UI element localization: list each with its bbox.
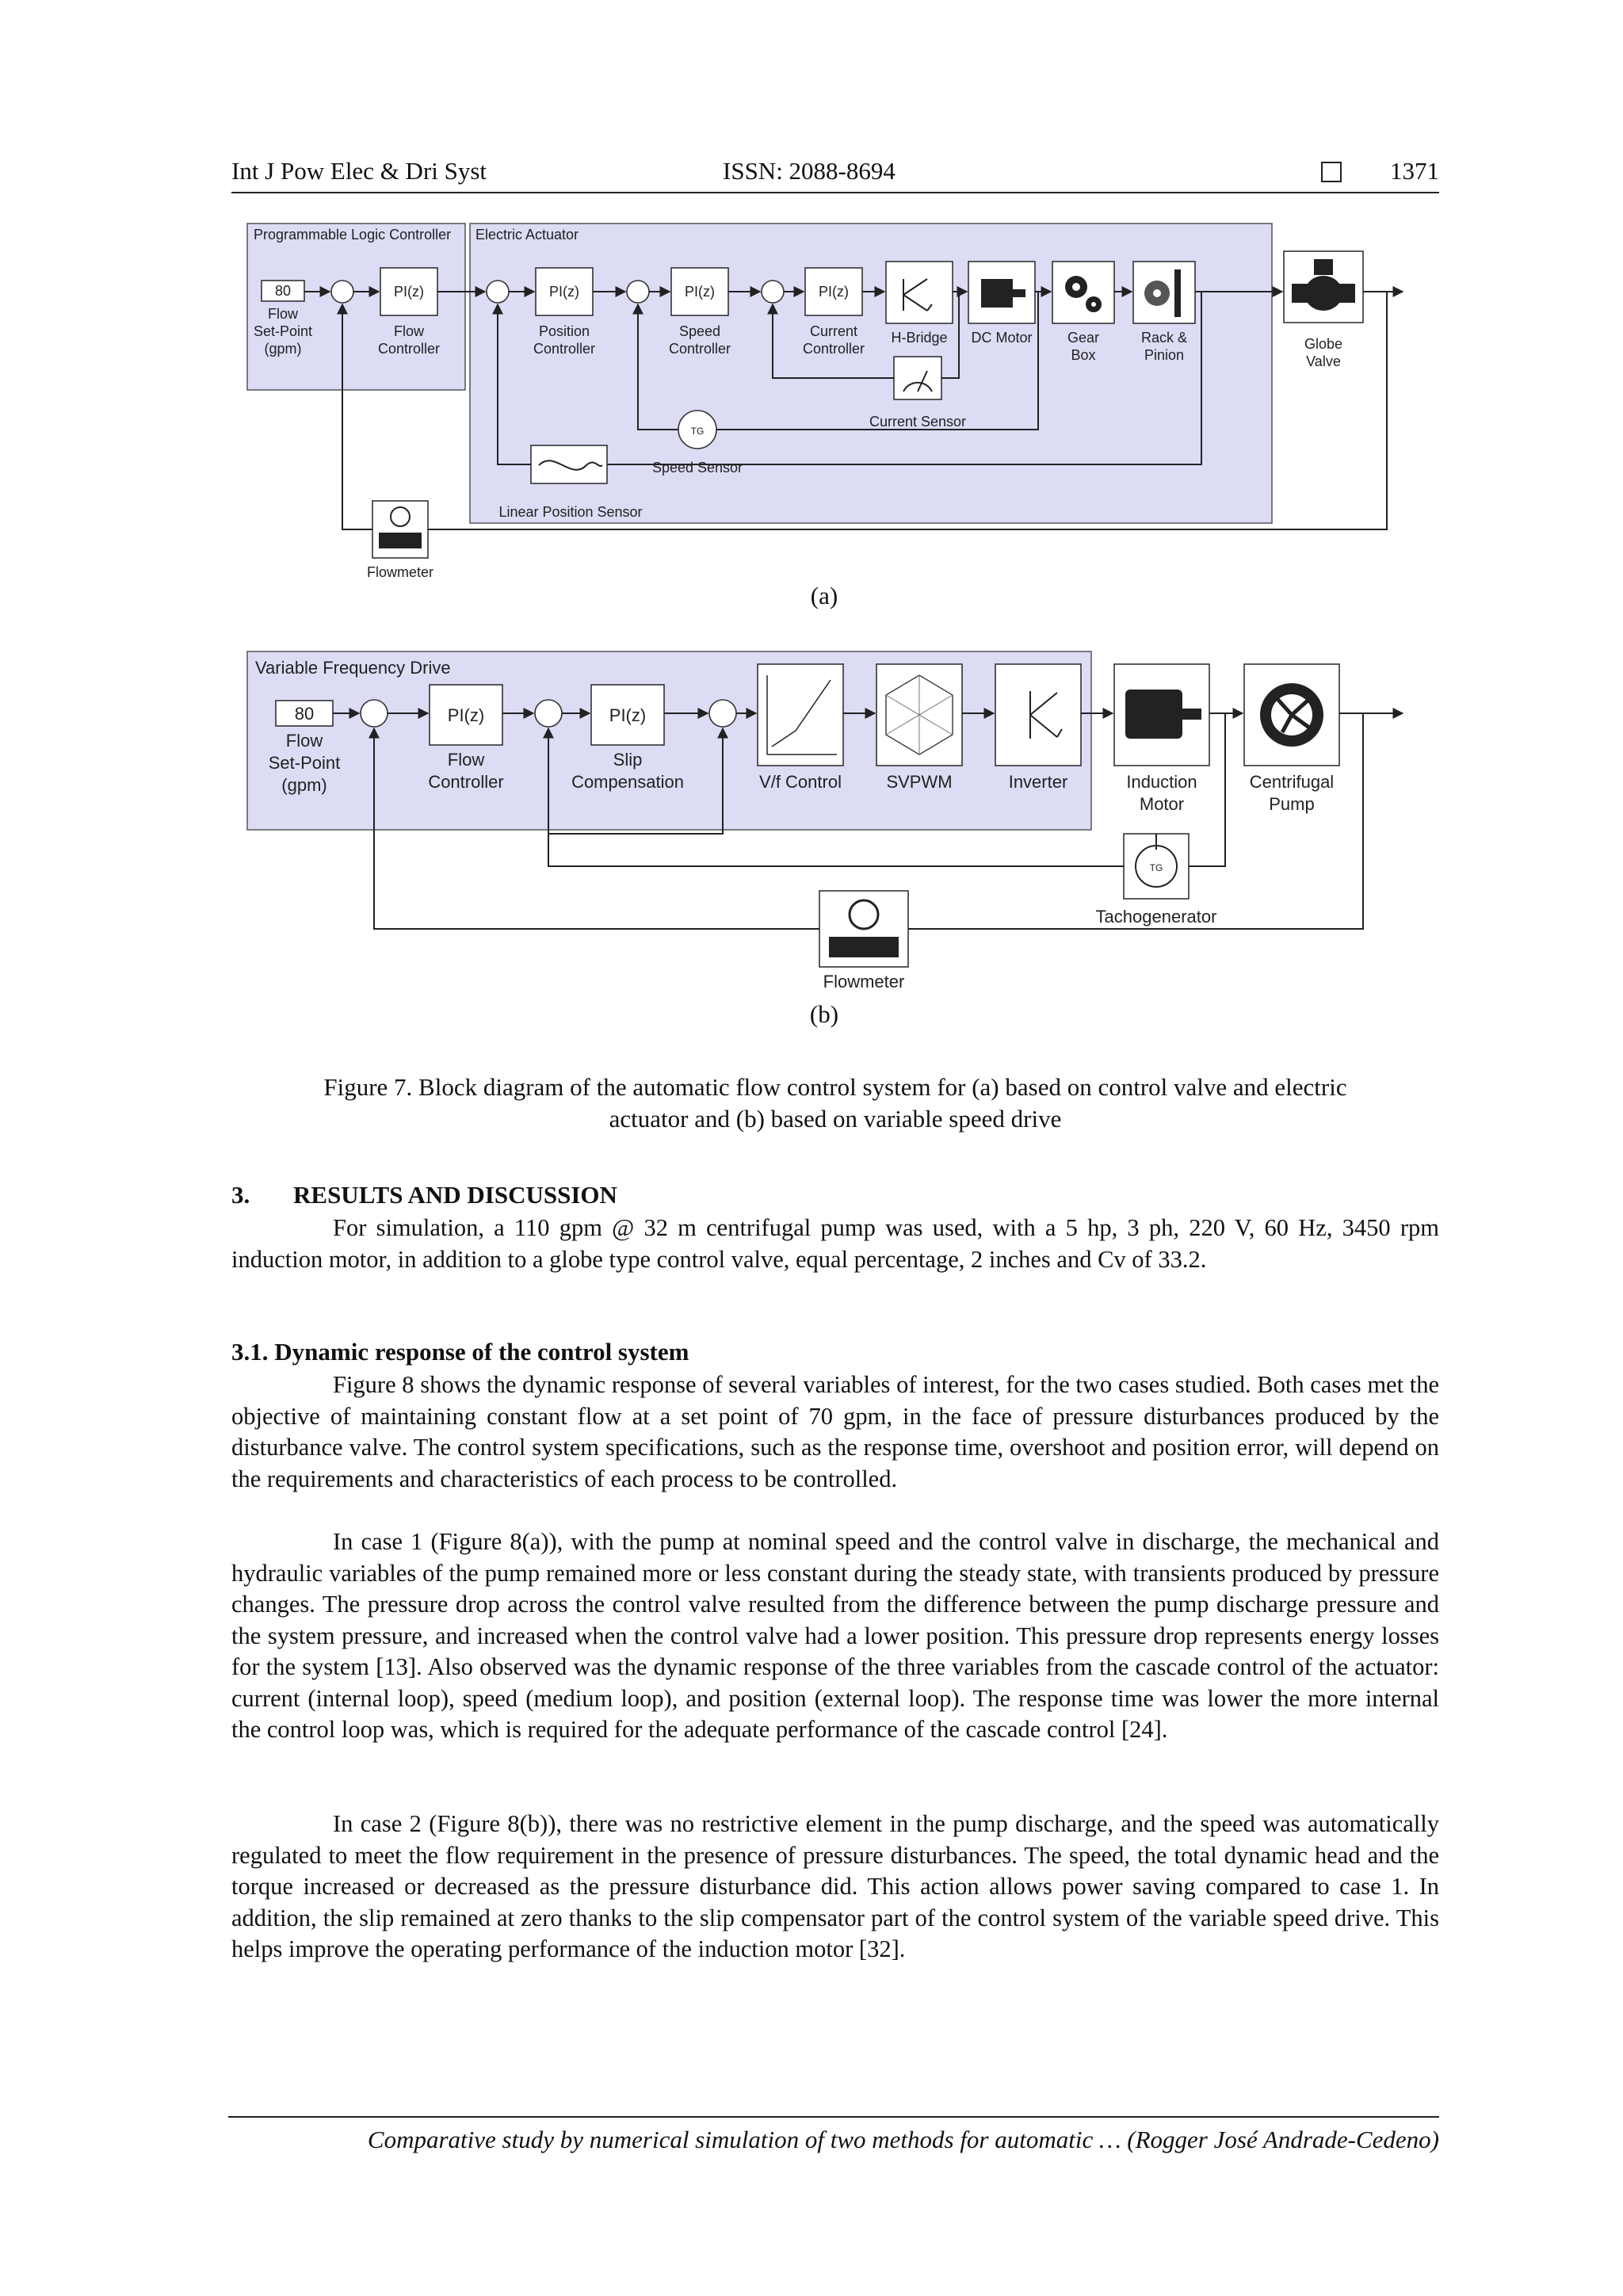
globe-valve-label: Globe [1304,336,1342,352]
summing-junction [486,280,510,304]
pi-block-label: Controller [669,341,731,357]
tg-label: TG [1150,862,1163,873]
pi-block-label: Flow [394,323,425,339]
pi-block-tf: PI(z) [819,284,849,300]
summing-junction [626,280,650,304]
flowmeter-label: Flowmeter [823,972,905,991]
summing-junction [534,699,563,728]
gear-box-label: Box [1071,347,1095,363]
pi-block-label: Current [810,323,857,339]
section-title: RESULTS AND DISCUSSION [293,1181,617,1209]
tachogenerator-label: Tachogenerator [1096,907,1217,926]
pi-block [429,684,503,746]
vfd-title: Variable Frequency Drive [255,658,451,678]
caption-line-2: actuator and (b) based on variable speed… [609,1105,1062,1133]
caption-line-1: Figure 7. Block diagram of the automatic… [323,1073,1347,1101]
paragraph: In case 2 (Figure 8(b)), there was no re… [231,1810,1439,1962]
summing-junction [708,699,737,728]
pi-block [804,267,863,316]
pi-block-tf: PI(z) [394,284,424,300]
speed-sensor-label: Speed Sensor [652,460,743,476]
subsection-heading: 3.1. Dynamic response of the control sys… [231,1338,689,1366]
pi-block-tf: PI(z) [609,705,646,725]
setpoint-value: 80 [275,283,291,299]
setpoint-label-1: Flow [286,731,323,751]
summing-junction [330,280,354,304]
h-bridge-icon [885,261,953,324]
induction-motor-label: Motor [1140,794,1184,814]
current-sensor-label: Current Sensor [869,414,966,430]
paragraph: Figure 8 shows the dynamic response of s… [231,1371,1439,1492]
inverter-label: Inverter [1009,772,1068,792]
square-bullet-icon [1321,162,1342,182]
current-sensor-icon [893,356,942,400]
setpoint-box [275,700,334,727]
setpoint-label-2: Set-Point [269,753,341,773]
centrifugal-pump-label: Centrifugal [1250,772,1334,792]
figure-a-sublabel: (a) [810,582,838,609]
setpoint-label-2: Set-Point [254,323,312,339]
vf-control-label: V/f Control [759,772,842,792]
pi-block-label: Flow [448,750,485,770]
section-heading: 3. RESULTS AND DISCUSSION [231,1181,617,1209]
figure-a-diagram: Programmable Logic Controller Electric A… [246,223,1404,580]
figure-b-diagram: Variable Frequency Drive 80 Flow Set-Poi… [246,651,1404,991]
h-bridge-label: H-Bridge [891,330,947,346]
figure-caption: Figure 7. Block diagram of the automatic… [231,1072,1439,1135]
rack-pinion-label: Pinion [1144,347,1184,363]
setpoint-label-3: (gpm) [264,341,301,357]
journal-name: Int J Pow Elec & Dri Syst [231,157,487,185]
pi-block-label: Slip [613,750,643,770]
pi-block-tf: PI(z) [549,284,579,300]
pi-block [590,684,665,746]
pi-block-label: Position [539,323,590,339]
pi-block-label: Speed [679,323,720,339]
vf-control-icon [757,663,844,766]
paragraph: In case 1 (Figure 8(a)), with the pump a… [231,1528,1439,1743]
setpoint-label-3: (gpm) [281,775,327,795]
pi-block-label: Controller [428,772,503,792]
gear-box-label: Gear [1067,330,1099,346]
summing-junction [360,699,388,728]
setpoint-box [261,280,305,302]
dc-motor-label: DC Motor [971,330,1032,346]
globe-valve-label: Valve [1306,353,1341,369]
page-number: 1371 [1390,157,1439,185]
page-footer: Comparative study by numerical simulatio… [228,2116,1439,2154]
section-number: 3. [231,1181,250,1209]
centrifugal-pump-label: Pump [1269,794,1314,814]
svpwm-label: SVPWM [886,772,952,792]
pi-block [535,267,594,316]
pi-block-label: Controller [803,341,865,357]
paragraph: For simulation, a 110 gpm @ 32 m centrif… [231,1214,1439,1273]
plc-title: Programmable Logic Controller [254,227,451,243]
linear-position-sensor-label: Linear Position Sensor [498,504,642,520]
inverter-icon [995,663,1082,766]
linear-position-sensor-icon [530,445,608,484]
actuator-title: Electric Actuator [475,227,579,243]
tg-label: TG [691,426,705,437]
pi-block-label: Controller [533,341,595,357]
page-header: Int J Pow Elec & Dri Syst ISSN: 2088-869… [231,157,1439,193]
summing-junction [761,280,785,304]
setpoint-label-1: Flow [268,306,299,322]
induction-motor-label: Induction [1126,772,1197,792]
pi-block-tf: PI(z) [448,705,484,725]
pi-block-tf: PI(z) [685,284,715,300]
pi-block-label: Controller [378,341,440,357]
figure-b-sublabel: (b) [809,1000,839,1028]
pi-block-label: Compensation [571,772,684,792]
rack-pinion-label: Rack & [1141,330,1187,346]
setpoint-value: 80 [295,704,314,724]
flowmeter-label: Flowmeter [367,564,433,580]
pi-block [670,267,729,316]
issn: ISSN: 2088-8694 [723,157,896,185]
